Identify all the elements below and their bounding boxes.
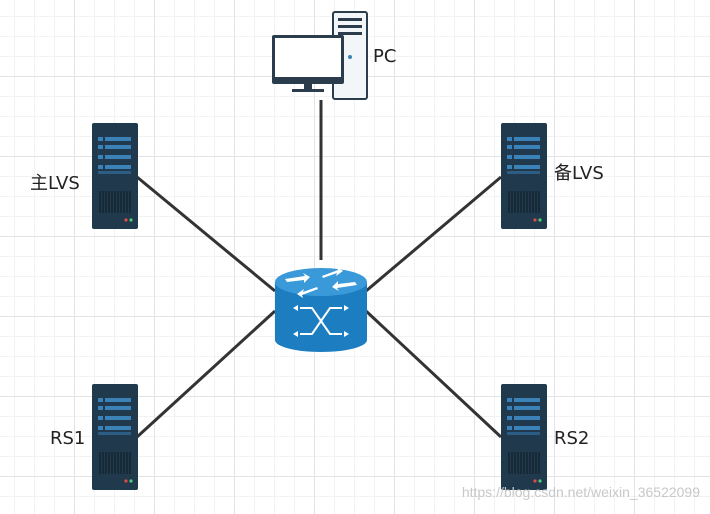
- server-icon: [500, 383, 548, 491]
- rs1-label: RS1: [50, 428, 85, 449]
- router-icon: [275, 267, 367, 352]
- pc-label: PC: [373, 46, 396, 67]
- edge-router-rs2: [364, 309, 503, 439]
- server-icon: [91, 122, 139, 230]
- edge-router-master-lvs: [136, 175, 276, 293]
- watermark-text: https://blog.csdn.net/weixin_36522099: [461, 484, 700, 500]
- edge-router-rs1: [135, 309, 277, 439]
- master-lvs-label: 主LVS: [30, 173, 80, 194]
- connections: [135, 100, 503, 439]
- router-node[interactable]: [275, 267, 367, 352]
- pc-node[interactable]: PC: [272, 11, 396, 100]
- rs1-node[interactable]: RS1: [50, 383, 139, 491]
- backup-lvs-node[interactable]: 备LVS: [500, 122, 604, 230]
- edge-router-backup-lvs: [365, 175, 502, 293]
- server-icon: [500, 122, 548, 230]
- desktop-computer-icon: [272, 11, 368, 100]
- master-lvs-node[interactable]: 主LVS: [30, 122, 139, 230]
- rs2-node[interactable]: RS2: [500, 383, 589, 491]
- rs2-label: RS2: [554, 428, 589, 449]
- server-icon: [91, 383, 139, 491]
- backup-lvs-label: 备LVS: [554, 163, 604, 184]
